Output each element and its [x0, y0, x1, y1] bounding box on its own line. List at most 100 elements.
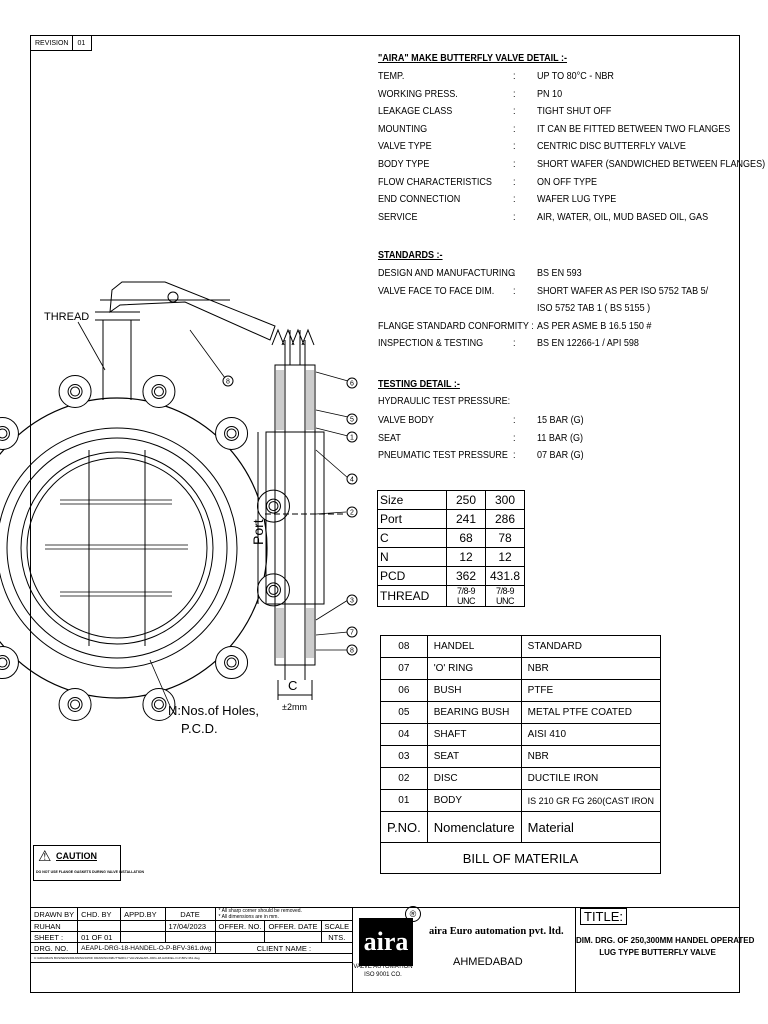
bolt-hole	[67, 696, 83, 712]
colon: :	[513, 449, 516, 462]
valve_detail-key: BODY TYPE	[378, 158, 430, 170]
balloon-number: 2	[350, 510, 354, 517]
colon: :	[513, 414, 516, 426]
colon: :	[513, 210, 516, 223]
valve_detail-value: UP TO 80°C - NBR	[537, 70, 614, 82]
testing-value: 07 BAR (G)	[537, 449, 584, 462]
valve_detail-key: TEMP.	[378, 70, 405, 82]
balloon-number: 8	[350, 648, 354, 655]
dimension-cell: 300	[485, 490, 525, 510]
aira-logo: aira	[359, 918, 413, 966]
testing-value: 15 BAR (G)	[537, 414, 584, 426]
bom-header-cell: P.NO.	[380, 811, 428, 843]
bolt-hole	[224, 655, 240, 671]
bom-cell: PTFE	[520, 679, 662, 702]
valve_detail-key: MOUNTING	[378, 122, 428, 135]
port-label: Port	[250, 519, 266, 545]
dimension-cell: 68	[446, 528, 486, 548]
dimension-cell: 7/8-9 UNC	[485, 585, 525, 607]
lug	[142, 375, 176, 409]
bom-cell: 01	[380, 789, 428, 812]
dimension-cell: 286	[485, 509, 525, 529]
standards-value: BS EN 593	[537, 267, 582, 279]
scale-value: NTS.	[320, 931, 354, 943]
valve_detail-value: IT CAN BE FITTED BETWEEN TWO FLANGES	[537, 122, 731, 135]
lug	[256, 573, 290, 607]
valve_detail-value: PN 10	[537, 87, 563, 100]
pcd-label: P.C.D.	[181, 721, 218, 736]
drawing-title-line-1: DIM. DRG. OF 250,300MM HANDEL OPERATED	[576, 936, 755, 945]
testing-value: 11 BAR (G)	[537, 431, 583, 444]
valve_detail-value: CENTRIC DISC BUTTERFLY VALVE	[537, 140, 686, 153]
lug	[215, 416, 249, 450]
valve_detail-value: TIGHT SHUT OFF	[537, 105, 612, 118]
lug	[58, 375, 92, 409]
lug	[142, 687, 176, 721]
balloon-number: 4	[350, 477, 354, 484]
offer-date-label: OFFER. DATE	[264, 920, 322, 932]
colon: :	[513, 158, 516, 170]
valve_detail-value: ON OFF TYPE	[537, 175, 598, 188]
balloon-number: 8	[226, 379, 230, 386]
bom-cell: METAL PTFE COATED	[520, 701, 662, 724]
bom-cell: 03	[380, 745, 428, 768]
drg-no-value: AEAPL-DRG-18-HANDEL-O-P-BFV-361.dwg	[77, 942, 216, 954]
bom-cell: IS 210 GR FG 260(CAST IRON	[520, 789, 662, 812]
bore-outer	[0, 427, 238, 669]
company-name: aira Euro automation pvt. ltd.	[429, 926, 564, 937]
sheet-value: 01 OF 01	[77, 931, 122, 943]
standards-key: FLANGE STANDARD CONFORMITY :	[378, 319, 534, 332]
bolt-hole	[151, 696, 167, 712]
logo-subtitle-2: ISO 9001 CO.	[364, 972, 402, 978]
title-label: TITLE:	[580, 908, 628, 925]
holes-label: N:Nos.of Holes,	[168, 703, 259, 718]
standards-key: VALVE FACE TO FACE DIM.	[378, 284, 495, 297]
standards-key: INSPECTION & TESTING	[378, 337, 484, 350]
balloon-number: 5	[350, 417, 354, 424]
bom-header-cell: Material	[520, 811, 662, 843]
bom-cell: 04	[380, 723, 428, 746]
lug	[215, 646, 249, 680]
dimension-cell: 431.8	[485, 566, 525, 586]
dimension-cell: Size	[377, 490, 447, 510]
warning-icon: ⚠	[38, 848, 52, 865]
dimension-cell: Port	[377, 509, 447, 529]
bom-cell: DUCTILE IRON	[520, 767, 662, 790]
balloon-number: 3	[350, 598, 354, 605]
standards-value: SHORT WAFER AS PER ISO 5752 TAB 5/	[537, 284, 709, 297]
caution-box: ⚠ CAUTION DO NOT USE FLANGE GASKETS DURI…	[33, 845, 144, 881]
bom-cell: STANDARD	[520, 635, 662, 658]
valve_detail-key: LEAKAGE CLASS	[378, 105, 453, 118]
bom-cell: AISI 410	[520, 723, 662, 746]
bom-cell: BUSH	[426, 679, 522, 702]
c-label: C	[288, 678, 297, 693]
valve_detail-key: FLOW CHARACTERISTICS	[378, 175, 492, 188]
valve-detail-heading: "AIRA" MAKE BUTTERFLY VALVE DETAIL :-	[378, 52, 568, 64]
bom-cell: BODY	[426, 789, 522, 812]
dimension-cell: 12	[485, 547, 525, 567]
scale-label: SCALE	[320, 920, 354, 932]
thread-label: THREAD	[44, 311, 89, 323]
colon: :	[513, 337, 516, 350]
dimension-cell: N	[377, 547, 447, 567]
bolt-hole	[67, 384, 83, 400]
colon: :	[513, 105, 516, 118]
bolt-hole	[0, 425, 10, 441]
balloon	[222, 375, 234, 387]
colon: :	[513, 87, 516, 100]
revision-label: REVISION	[29, 35, 74, 51]
testing-key: PNEUMATIC TEST PRESSURE	[378, 449, 508, 462]
valve_detail-value: WAFER LUG TYPE	[537, 193, 617, 206]
valve_detail-key: SERVICE	[378, 210, 418, 223]
date-value: 17/04/2023	[164, 920, 216, 932]
